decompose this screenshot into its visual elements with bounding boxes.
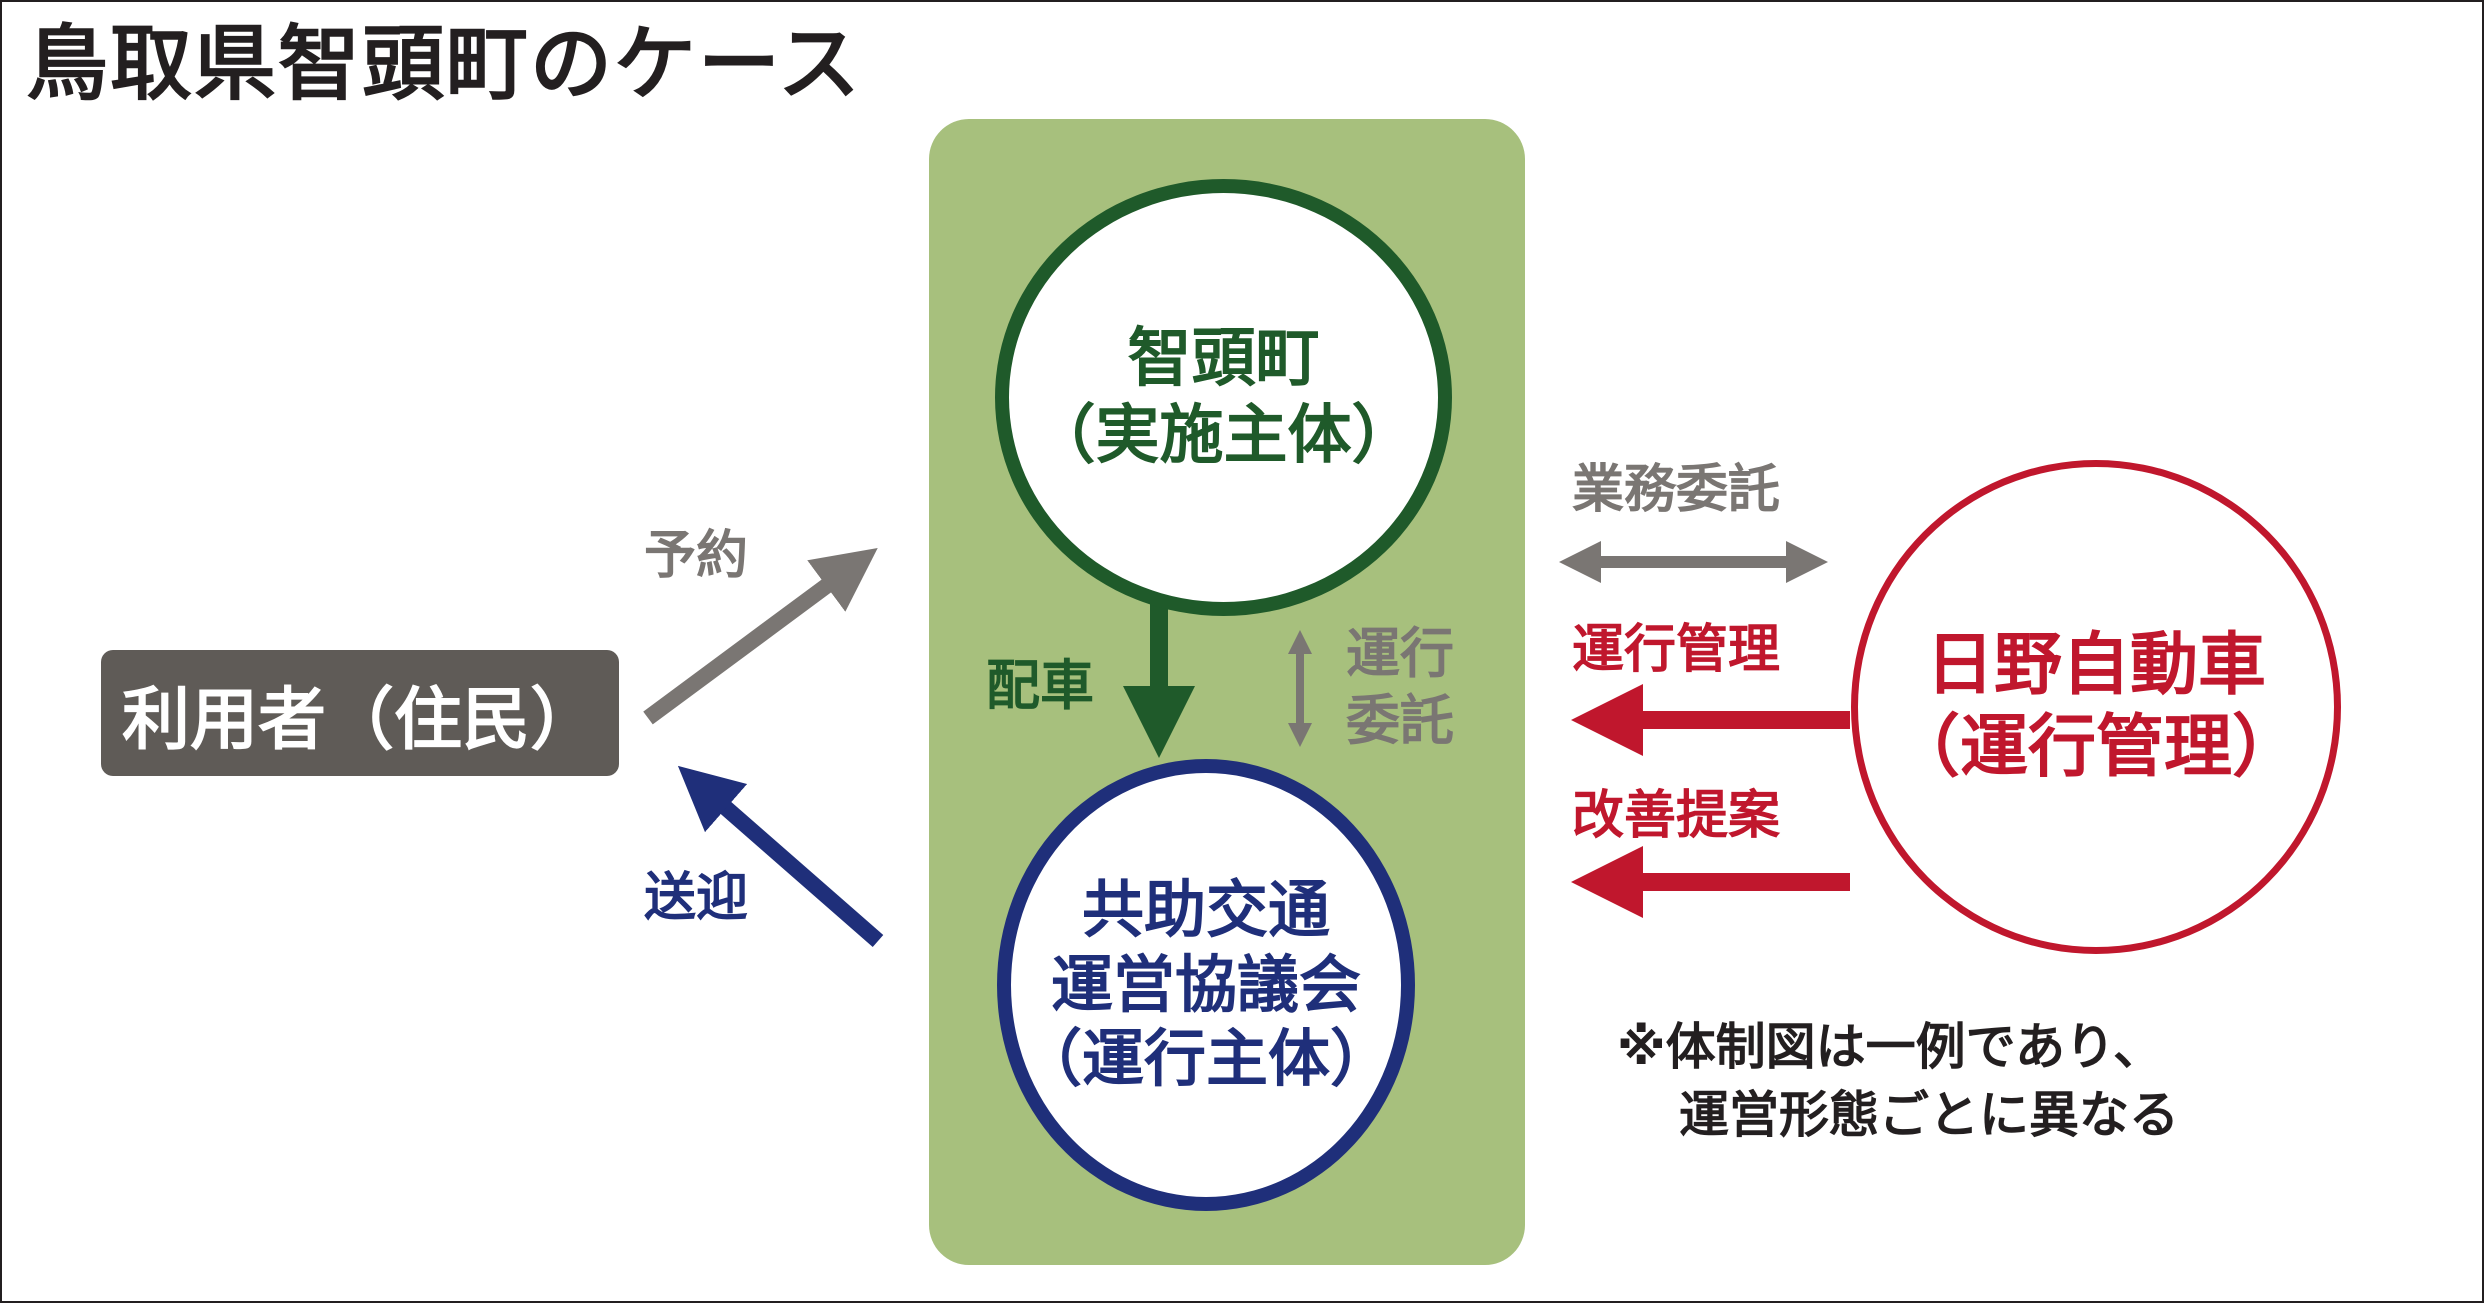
improvement-proposal-label: 改善提案	[1572, 786, 1781, 846]
reservation-arrow	[643, 547, 878, 725]
town-name: 智頭町	[1127, 321, 1320, 396]
page-title: 鳥取県智頭町のケース	[26, 17, 862, 112]
pickup-label: 送迎	[644, 868, 749, 928]
hino-role: （運行管理）	[1891, 708, 2300, 787]
user-node: 利用者（住民）	[101, 650, 619, 776]
reservation-label: 予約	[644, 526, 749, 586]
town-role: （実施主体）	[1031, 398, 1416, 473]
pickup-arrow	[677, 765, 884, 948]
operation-management-label: 運行管理	[1572, 620, 1781, 680]
town-node: 智頭町 （実施主体）	[995, 179, 1452, 616]
council-node: 共助交通 運営協議会 （運行主体）	[997, 759, 1415, 1211]
council-role: （運行主体）	[1019, 1022, 1392, 1096]
council-name-2: 運営協議会	[1050, 947, 1361, 1021]
business-consign-label: 業務委託	[1572, 460, 1781, 520]
footnote-line-2: 運営形態ごとに異なる	[1679, 1085, 2179, 1144]
council-name-1: 共助交通	[1081, 873, 1330, 947]
hino-node: 日野自動車 （運行管理）	[1851, 460, 2341, 954]
footnote: ※体制図は一例であり、 運営形態ごとに異なる	[1617, 1014, 2179, 1149]
footnote-line-1: ※体制図は一例であり、	[1617, 1018, 2164, 1076]
hino-name: 日野自動車	[1925, 626, 2266, 706]
operation-consign-label-1: 運行	[1346, 622, 1454, 685]
dispatch-label: 配車	[986, 654, 1094, 717]
operation-consign-label-2: 委託	[1346, 689, 1454, 752]
